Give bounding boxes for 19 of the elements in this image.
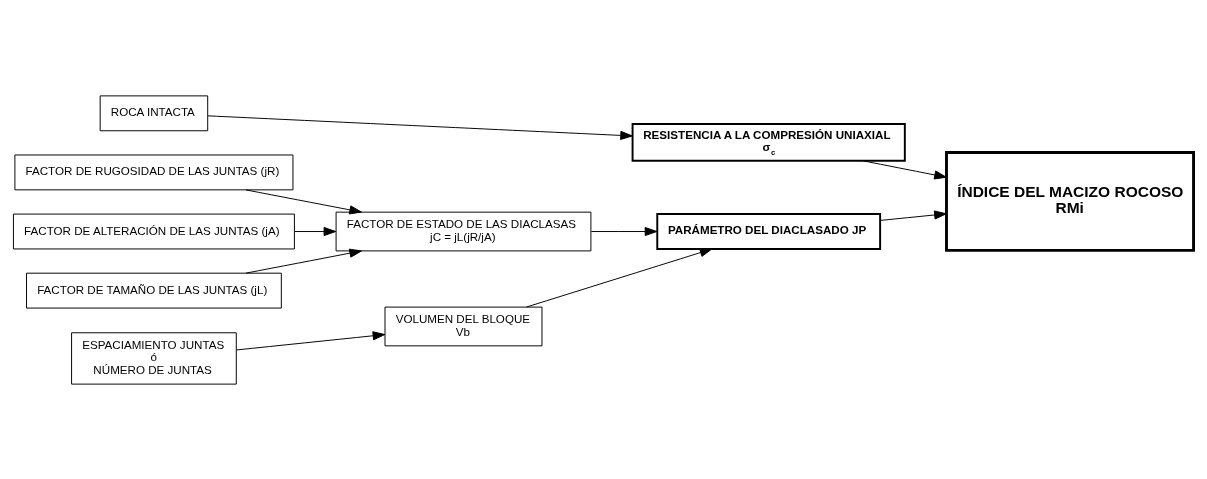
node-box: ÍNDICE DEL MACIZO ROCOSO RMi	[945, 150, 1195, 252]
arrow	[526, 247, 713, 307]
node-box: VOLUMEN DEL BLOQUE Vb	[384, 306, 543, 346]
node-box: ESPACIAMIENTO JUNTAS ó NÚMERO DE JUNTAS	[71, 331, 237, 385]
node-box: PARÁMETRO DEL DIACLASADO JP	[656, 212, 882, 250]
arrow	[207, 114, 633, 140]
arrow	[879, 209, 947, 221]
arrow	[245, 188, 362, 214]
arrow	[245, 248, 362, 274]
node-box: FACTOR DE RUGOSIDAD DE LAS JUNTAS (jR)	[14, 154, 294, 190]
arrow	[862, 159, 947, 179]
arrow	[236, 330, 386, 350]
arrow	[294, 226, 337, 236]
node-box: RESISTENCIA A LA COMPRESIÓN UNIAXIAL σ$_{c}$	[631, 122, 906, 162]
node-box: FACTOR DE ESTADO DE LAS DIACLASAS jC = jL(jR/jA)	[335, 211, 592, 251]
node-box: FACTOR DE TAMAÑO DE LAS JUNTAS (jL)	[26, 272, 282, 309]
node-box: FACTOR DE ALTERACIÓN DE LAS JUNTAS (jA)	[12, 213, 295, 249]
arrow	[590, 226, 658, 236]
node-box: ROCA INTACTA	[99, 94, 209, 131]
